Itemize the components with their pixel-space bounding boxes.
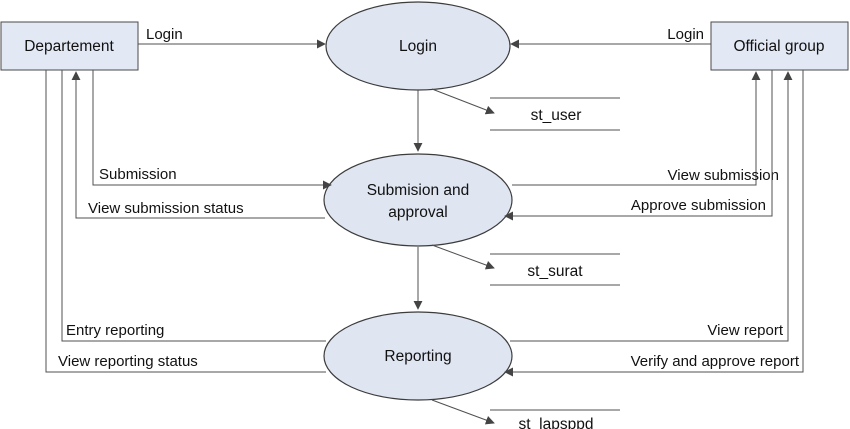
flow-submission-arrow — [92, 70, 332, 190]
datastore-st-surat-label: st_surat — [527, 263, 583, 280]
flow-submission-to-st-surat — [431, 244, 495, 270]
flow-verify-approve-report-label: Verify and approve report — [631, 353, 800, 370]
datastore-st-surat: st_surat — [490, 253, 620, 286]
flow-verify-approve-report-arrow — [504, 70, 804, 377]
flow-approve-submission-arrow — [504, 70, 773, 221]
flow-approve-submission-label: Approve submission — [631, 197, 766, 214]
flow-view-reporting-status-label: View reporting status — [58, 353, 198, 370]
process-login: Login — [325, 1, 511, 91]
flow-entry-reporting-label: Entry reporting — [66, 322, 164, 339]
datastore-st-lapsppd: st_lapsppd — [490, 409, 620, 429]
datastore-st-user-label: st_user — [531, 107, 582, 124]
process-reporting-label: Reporting — [384, 348, 451, 365]
flow-dept-login-label: Login — [146, 26, 183, 43]
flow-view-submission-arrow — [512, 71, 761, 186]
flow-entry-reporting-line — [61, 70, 326, 342]
flow-official-login-label: Login — [667, 26, 704, 43]
datastore-st-lapsppd-label: st_lapsppd — [519, 416, 594, 429]
flow-view-report-label: View report — [707, 322, 783, 339]
flow-view-report-arrow — [510, 71, 793, 342]
flow-reporting-to-st-lapsppd — [431, 399, 495, 425]
entity-official-group: Official group — [710, 21, 849, 71]
datastore-st-user: st_user — [490, 97, 620, 131]
flow-view-submission-status-label: View submission status — [88, 200, 244, 217]
process-reporting: Reporting — [323, 311, 513, 401]
flow-view-submission-label: View submission — [668, 167, 779, 184]
flow-submission-label: Submission — [99, 166, 177, 183]
flow-login-to-st-user — [431, 88, 495, 115]
flow-view-submission-status-arrow — [71, 71, 325, 219]
entity-departement-label: Departement — [24, 38, 114, 55]
entity-departement: Departement — [0, 21, 139, 71]
entity-official-group-label: Official group — [733, 38, 824, 55]
process-submission-approval: Submision and approval — [323, 153, 513, 247]
process-submission-label-line2: approval — [388, 204, 447, 221]
process-submission-label-line1: Submision and — [367, 182, 470, 199]
flow-view-reporting-status-line — [45, 70, 326, 373]
process-login-label: Login — [399, 38, 437, 55]
